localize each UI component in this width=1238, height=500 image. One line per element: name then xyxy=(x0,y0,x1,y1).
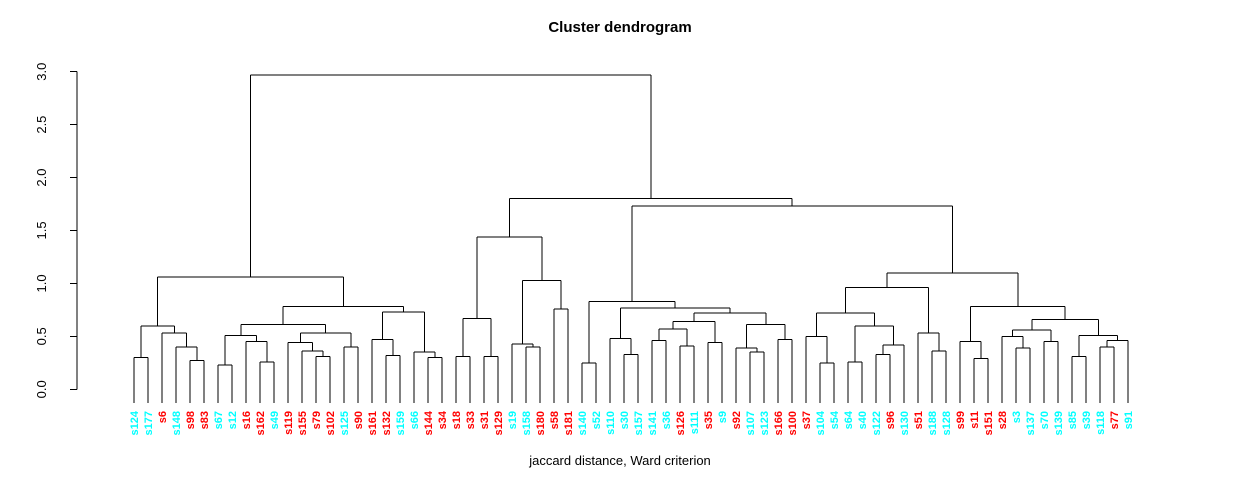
leaf-label-s51: s51 xyxy=(913,411,925,429)
leaf-label-s166: s166 xyxy=(773,411,785,435)
leaf-label-s139: s139 xyxy=(1053,411,1065,435)
leaf-label-s125: s125 xyxy=(339,411,351,435)
leaf-label-s19: s19 xyxy=(507,411,519,429)
leaf-label-s35: s35 xyxy=(703,411,715,429)
leaf-label-s9: s9 xyxy=(717,411,729,423)
y-tick-label: 3.0 xyxy=(34,63,49,81)
leaf-label-s141: s141 xyxy=(647,411,659,435)
leaf-label-s66: s66 xyxy=(409,411,421,429)
leaf-label-s90: s90 xyxy=(353,411,365,429)
y-tick-label: 0.0 xyxy=(34,380,49,398)
leaf-label-s40: s40 xyxy=(857,411,869,429)
leaf-label-s104: s104 xyxy=(815,410,827,435)
leaf-label-s144: s144 xyxy=(423,410,435,435)
leaf-label-s64: s64 xyxy=(843,410,855,429)
y-tick-label: 2.0 xyxy=(34,169,49,187)
y-axis: 0.0 0.5 1.0 1.5 2.0 2.5 3.0 xyxy=(34,63,78,398)
leaf-label-s99: s99 xyxy=(955,411,967,429)
leaf-label-s129: s129 xyxy=(493,411,505,435)
leaf-label-s52: s52 xyxy=(591,411,603,429)
leaf-label-s100: s100 xyxy=(787,411,799,435)
y-tick-label: 1.0 xyxy=(34,274,49,292)
leaf-label-s151: s151 xyxy=(983,411,995,435)
leaf-label-s161: s161 xyxy=(367,411,379,435)
leaf-label-s12: s12 xyxy=(227,411,239,429)
leaf-label-s188: s188 xyxy=(927,411,939,435)
leaf-label-s180: s180 xyxy=(535,411,547,435)
leaf-label-s18: s18 xyxy=(451,411,463,429)
leaf-label-s39: s39 xyxy=(1081,411,1093,429)
leaf-label-s83: s83 xyxy=(199,411,211,429)
leaf-label-s128: s128 xyxy=(941,411,953,435)
leaf-label-s132: s132 xyxy=(381,411,393,435)
chart-title: Cluster dendrogram xyxy=(548,19,691,36)
leaf-label-s3: s3 xyxy=(1011,411,1023,423)
leaf-label-s58: s58 xyxy=(549,411,561,429)
leaf-label-s33: s33 xyxy=(465,411,477,429)
leaf-label-s30: s30 xyxy=(619,411,631,429)
leaf-label-s177: s177 xyxy=(143,411,155,435)
leaf-label-s118: s118 xyxy=(1095,411,1107,435)
leaf-label-s110: s110 xyxy=(605,411,617,435)
leaf-label-s28: s28 xyxy=(997,411,1009,429)
leaf-label-s16: s16 xyxy=(241,411,253,429)
y-tick-label: 1.5 xyxy=(34,221,49,239)
leaf-label-s98: s98 xyxy=(185,411,197,429)
leaf-label-s54: s54 xyxy=(829,410,841,429)
leaf-label-s31: s31 xyxy=(479,411,491,429)
leaf-label-s34: s34 xyxy=(437,410,449,429)
leaf-label-s181: s181 xyxy=(563,411,575,435)
leaf-label-s137: s137 xyxy=(1025,411,1037,435)
leaf-label-s107: s107 xyxy=(745,411,757,435)
leaf-label-s67: s67 xyxy=(213,411,225,429)
leaf-label-s49: s49 xyxy=(269,411,281,429)
leaf-label-s162: s162 xyxy=(255,411,267,435)
leaf-label-s119: s119 xyxy=(283,411,295,435)
leaf-label-s92: s92 xyxy=(731,411,743,429)
leaf-label-s6: s6 xyxy=(157,411,169,423)
y-tick-label: 2.5 xyxy=(34,116,49,134)
dendrogram-branches xyxy=(133,74,1129,403)
leaf-label-s158: s158 xyxy=(521,411,533,435)
leaf-label-s159: s159 xyxy=(395,411,407,435)
leaf-label-s77: s77 xyxy=(1109,411,1121,429)
leaf-label-s157: s157 xyxy=(633,411,645,435)
leaf-label-s79: s79 xyxy=(311,411,323,429)
leaf-label-s124: s124 xyxy=(129,410,141,435)
leaf-label-s11: s11 xyxy=(969,411,981,429)
chart-subtitle: jaccard distance, Ward criterion xyxy=(528,453,711,468)
leaf-label-s122: s122 xyxy=(871,411,883,435)
leaf-label-s96: s96 xyxy=(885,411,897,429)
leaf-label-s91: s91 xyxy=(1123,411,1135,429)
leaf-label-s140: s140 xyxy=(577,411,589,435)
leaf-label-s111: s111 xyxy=(689,411,701,434)
leaf-label-s126: s126 xyxy=(675,411,687,435)
leaf-label-s37: s37 xyxy=(801,411,813,429)
leaf-label-s130: s130 xyxy=(899,411,911,435)
leaf-label-s70: s70 xyxy=(1039,411,1051,429)
leaf-label-s36: s36 xyxy=(661,411,673,429)
leaf-label-s123: s123 xyxy=(759,411,771,435)
leaf-label-s148: s148 xyxy=(171,411,183,435)
leaf-label-s155: s155 xyxy=(297,411,309,435)
leaf-label-s102: s102 xyxy=(325,411,337,435)
leaf-label-s85: s85 xyxy=(1067,411,1079,429)
y-tick-label: 0.5 xyxy=(34,327,49,345)
